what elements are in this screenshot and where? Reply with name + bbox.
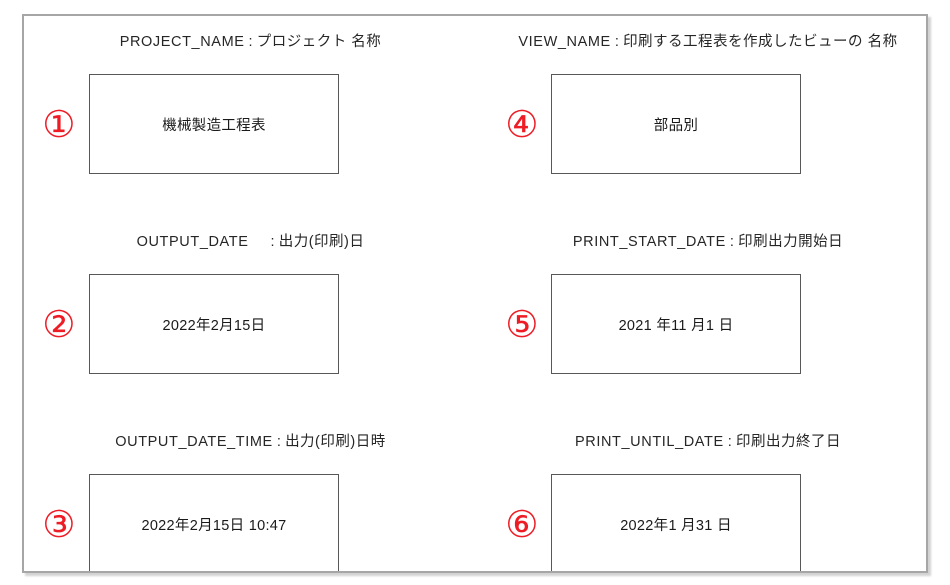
field-key-output-date-time: OUTPUT_DATE_TIME: [115, 434, 273, 450]
field-description-output-date-time: 出力(印刷)日時: [285, 434, 386, 450]
field-label-view-name: VIEW_NAME:印刷する工程表を作成したビューの 名称: [473, 30, 926, 51]
field-cell-output-date: ② OUTPUT_DATE:出力(印刷)日 2022年2月15日: [24, 216, 477, 416]
field-description-output-date: 出力(印刷)日: [278, 234, 365, 250]
index-marker-3: ③: [42, 503, 76, 546]
value-text-print-start-date: 2021 年11 月1 日: [618, 317, 734, 334]
field-separator-2: :: [270, 234, 275, 250]
field-label-print-until-date: PRINT_UNTIL_DATE:印刷出力終了日: [473, 430, 926, 451]
field-cell-print-until-date: ⑥ PRINT_UNTIL_DATE:印刷出力終了日 2022年1 月31 日: [477, 416, 926, 571]
field-label-output-date: OUTPUT_DATE:出力(印刷)日: [24, 230, 477, 251]
field-description-project-name: プロジェクト 名称: [256, 34, 382, 50]
field-separator-4: :: [614, 34, 620, 50]
field-cell-print-start-date: ⑤ PRINT_START_DATE:印刷出力開始日 2021 年11 月1 日: [477, 216, 926, 416]
field-separator-1: :: [248, 34, 253, 50]
field-description-print-start-date: 印刷出力開始日: [738, 234, 844, 250]
index-marker-4: ④: [505, 103, 539, 146]
field-key-view-name: VIEW_NAME: [518, 34, 611, 50]
value-text-project-name: 機械製造工程表: [162, 117, 266, 134]
value-box-output-date-time: 2022年2月15日 10:47: [89, 474, 339, 571]
value-text-print-until-date: 2022年1 月31 日: [620, 517, 732, 534]
field-label-print-start-date: PRINT_START_DATE:印刷出力開始日: [473, 230, 926, 251]
value-box-print-start-date: 2021 年11 月1 日: [551, 274, 801, 374]
field-description-view-name: 印刷する工程表を作成したビューの 名称: [623, 34, 898, 50]
field-key-print-until-date: PRINT_UNTIL_DATE: [575, 434, 724, 450]
field-separator-5: :: [729, 234, 735, 250]
index-marker-5: ⑤: [505, 303, 539, 346]
field-separator-3: :: [276, 434, 282, 450]
field-key-project-name: PROJECT_NAME: [119, 34, 245, 50]
index-marker-1: ①: [42, 103, 76, 146]
value-text-view-name: 部品別: [653, 117, 699, 134]
index-marker-6: ⑥: [505, 503, 539, 546]
value-box-output-date: 2022年2月15日: [89, 274, 339, 374]
index-marker-2: ②: [42, 303, 76, 346]
value-box-project-name: 機械製造工程表: [89, 74, 339, 174]
field-cell-project-name: ① PROJECT_NAME:プロジェクト 名称 機械製造工程表: [24, 16, 477, 216]
field-label-output-date-time: OUTPUT_DATE_TIME:出力(印刷)日時: [24, 430, 477, 451]
field-description-print-until-date: 印刷出力終了日: [735, 434, 841, 450]
field-separator-6: :: [727, 434, 732, 450]
field-cell-output-date-time: ③ OUTPUT_DATE_TIME:出力(印刷)日時 2022年2月15日 1…: [24, 416, 477, 571]
value-box-view-name: 部品別: [551, 74, 801, 174]
field-label-project-name: PROJECT_NAME:プロジェクト 名称: [24, 30, 477, 51]
field-cell-view-name: ④ VIEW_NAME:印刷する工程表を作成したビューの 名称 部品別: [477, 16, 926, 216]
value-box-print-until-date: 2022年1 月31 日: [551, 474, 801, 571]
field-key-print-start-date: PRINT_START_DATE: [572, 234, 726, 250]
value-text-output-date-time: 2022年2月15日 10:47: [141, 517, 287, 534]
field-key-output-date: OUTPUT_DATE: [136, 234, 249, 250]
diagram-frame: ① PROJECT_NAME:プロジェクト 名称 機械製造工程表 ② OUTPU…: [22, 14, 928, 573]
value-text-output-date: 2022年2月15日: [162, 317, 266, 334]
